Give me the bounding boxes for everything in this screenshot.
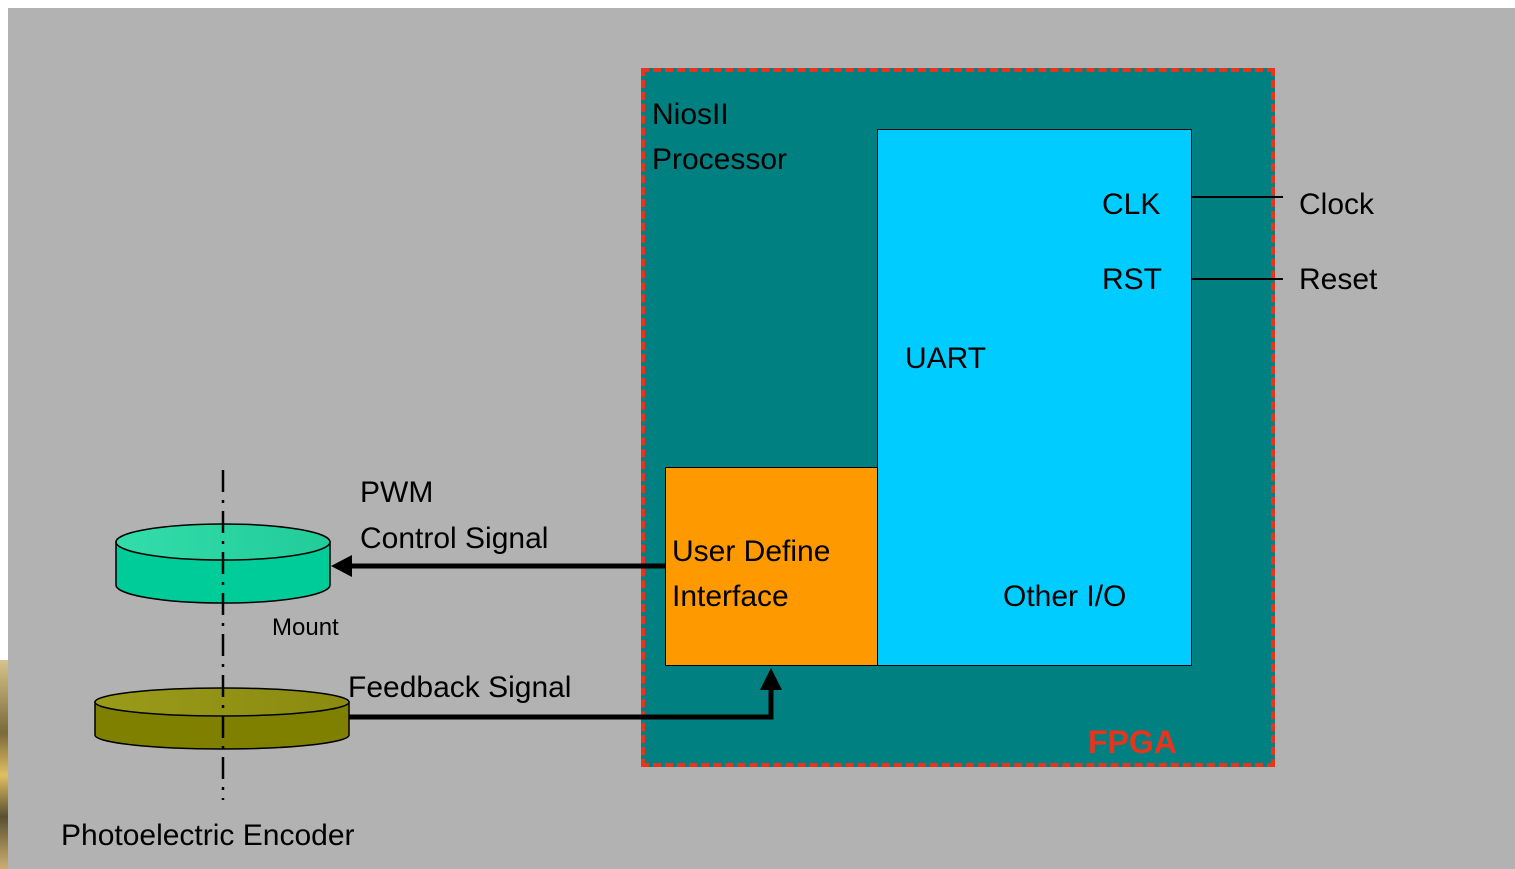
pwm-arrow [331, 555, 666, 577]
decorative-edge-strip [0, 660, 8, 869]
user-define-label-line1: User Define [672, 535, 831, 568]
feedback-arrow [349, 668, 782, 720]
user-define-interface-block [665, 467, 878, 666]
processor-label-line2: Processor [652, 143, 788, 176]
reset-signal-label: Reset [1299, 263, 1378, 296]
pwm-label-line2: Control Signal [360, 522, 549, 555]
uart-block [877, 129, 1192, 666]
rst-port-label: RST [1102, 263, 1162, 296]
clk-port-label: CLK [1102, 188, 1161, 221]
processor-label-line1: NiosII [652, 98, 729, 131]
clock-signal-label: Clock [1299, 188, 1375, 221]
mount-label: Mount [272, 614, 339, 641]
encoder-label: Photoelectric Encoder [61, 819, 355, 852]
user-define-label-line2: Interface [672, 580, 789, 613]
fpga-label: FPGA [1088, 724, 1177, 760]
feedback-signal-label: Feedback Signal [348, 671, 572, 704]
pwm-label-line1: PWM [360, 476, 434, 509]
uart-label: UART [905, 342, 987, 375]
other-io-label: Other I/O [1003, 580, 1127, 613]
